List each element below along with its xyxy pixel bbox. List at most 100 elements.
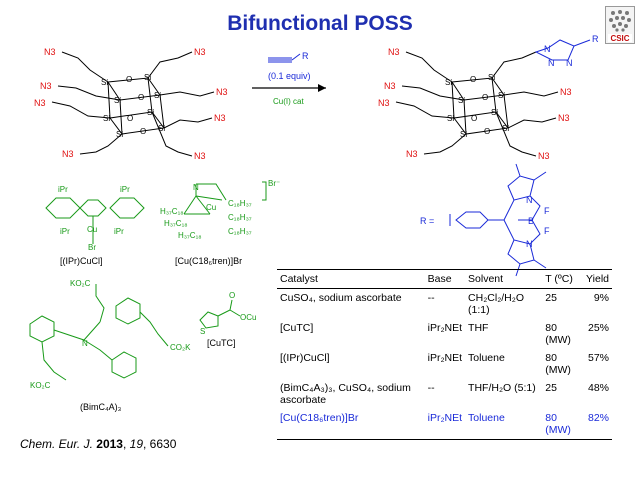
svg-text:H₃₇C₁₈: H₃₇C₁₈ — [178, 231, 202, 240]
svg-text:iPr: iPr — [58, 185, 68, 194]
svg-text:B: B — [528, 216, 534, 226]
svg-text:Si: Si — [458, 96, 465, 105]
cutc-labels: S O OCu [CuTC] — [200, 291, 256, 348]
svg-text:Si: Si — [498, 91, 505, 100]
azide-label: N3 — [214, 113, 226, 123]
svg-text:N: N — [566, 58, 573, 68]
svg-text:H₃₇C₁₈: H₃₇C₁₈ — [164, 219, 188, 228]
product-r: R — [592, 34, 599, 44]
svg-text:Cu: Cu — [87, 225, 97, 234]
azide-label: N3 — [194, 151, 206, 161]
ipr-cucl-labels: iPr iPr iPr iPr Cu Br [(IPr)CuCl] — [58, 185, 130, 266]
svg-text:F: F — [544, 226, 550, 236]
svg-text:iPr: iPr — [60, 227, 70, 236]
poss-cage-left — [51, 51, 215, 157]
svg-text:O: O — [229, 291, 235, 300]
r-equals-label: R = — [420, 216, 434, 226]
svg-text:C₁₈H₃₇: C₁₈H₃₇ — [228, 213, 252, 222]
bim-labels: KO₂C CO₂K KO₂C N (BimC₄A)₃ — [30, 279, 191, 412]
col-temperature: T (ºC) — [542, 269, 583, 289]
svg-text:iPr: iPr — [114, 227, 124, 236]
svg-text:N3: N3 — [384, 81, 396, 91]
svg-text:N3: N3 — [388, 47, 400, 57]
svg-text:Si: Si — [116, 130, 123, 139]
azide-label: N3 — [34, 98, 46, 108]
svg-text:Si: Si — [502, 124, 509, 133]
reaction-arrow: R (0.1 equiv) Cu(I) cat — [252, 51, 326, 106]
svg-text:Si: Si — [147, 108, 154, 117]
svg-text:Br⁻: Br⁻ — [268, 179, 280, 188]
svg-text:O: O — [126, 75, 132, 84]
svg-text:N3: N3 — [538, 151, 550, 161]
col-yield: Yield — [583, 269, 612, 289]
svg-text:C₁₈H₃₇: C₁₈H₃₇ — [228, 199, 252, 208]
azide-label: N3 — [216, 87, 228, 97]
azide-label: N3 — [40, 81, 52, 91]
catalyst-yield-table: Catalyst Base Solvent T (ºC) Yield CuSO₄… — [277, 269, 612, 440]
table-row: [(IPr)CuCl] iPr₂NEt Toluene 80 (MW) 57% — [280, 352, 609, 376]
citation-journal: Chem. Eur. J. — [20, 437, 93, 451]
svg-text:Si: Si — [144, 73, 151, 82]
citation-year: 2013 — [96, 437, 123, 451]
catalyst-name: (BimC₄A)₃ — [80, 402, 122, 412]
svg-text:iPr: iPr — [120, 185, 130, 194]
table-row: (BimC₄A₃)₃, CuSO₄, sodium ascorbate -- T… — [280, 382, 609, 406]
citation: Chem. Eur. J. 2013, 19, 6630 — [20, 437, 177, 451]
svg-text:N: N — [82, 339, 88, 348]
svg-text:Si: Si — [491, 108, 498, 117]
azide-label: N3 — [194, 47, 206, 57]
col-base: Base — [424, 269, 466, 289]
citation-volume: 19 — [129, 437, 143, 451]
svg-text:H₃₇C₁₈: H₃₇C₁₈ — [160, 207, 184, 216]
svg-text:Si: Si — [158, 124, 165, 133]
svg-text:KO₂C: KO₂C — [30, 381, 51, 390]
svg-text:Si: Si — [101, 78, 108, 87]
svg-text:O: O — [484, 127, 490, 136]
col-solvent: Solvent — [465, 269, 543, 289]
poss-left-labels: Si Si Si Si Si Si Si Si O O O O N3 N3 N3… — [34, 47, 228, 161]
svg-text:N: N — [526, 195, 533, 205]
slide-title: Bifunctional POSS — [227, 12, 413, 35]
svg-text:Si: Si — [488, 73, 495, 82]
csic-logo: CSIC — [605, 6, 635, 44]
svg-text:S: S — [200, 327, 205, 336]
svg-text:CO₂K: CO₂K — [170, 343, 191, 352]
svg-text:Si: Si — [447, 114, 454, 123]
svg-text:N: N — [548, 58, 555, 68]
svg-text:N3: N3 — [560, 87, 572, 97]
svg-text:Si: Si — [114, 96, 121, 105]
logo-text: CSIC — [610, 34, 629, 43]
svg-text:O: O — [471, 114, 477, 123]
table-row: CuSO₄, sodium ascorbate -- CH₂Cl₂/H₂O (1… — [280, 292, 609, 316]
azide-label: N3 — [44, 47, 56, 57]
svg-text:N3: N3 — [378, 98, 390, 108]
svg-text:Cu: Cu — [206, 203, 216, 212]
svg-text:N: N — [193, 183, 199, 192]
reagent-equiv: (0.1 equiv) — [268, 71, 311, 81]
azide-label: N3 — [62, 149, 74, 159]
triazole-ring: R N N N — [534, 34, 599, 68]
svg-text:N3: N3 — [558, 113, 570, 123]
alkyne-r: R — [302, 51, 309, 61]
svg-text:O: O — [140, 127, 146, 136]
catalyst-label: Cu(I) cat — [273, 97, 304, 106]
table-row: [CuTC] iPr₂NEt THF 80 (MW) 25% — [280, 322, 609, 346]
svg-text:N: N — [526, 239, 533, 249]
svg-text:C₁₈H₃₇: C₁₈H₃₇ — [228, 227, 252, 236]
cu-tren-structure — [183, 181, 267, 215]
citation-page: , 6630 — [143, 437, 177, 451]
svg-text:KO₂C: KO₂C — [70, 279, 91, 288]
col-catalyst: Catalyst — [277, 269, 425, 289]
svg-text:F: F — [544, 206, 550, 216]
ipr-cucl-structure — [45, 197, 145, 244]
svg-text:N3: N3 — [406, 149, 418, 159]
svg-text:O: O — [127, 114, 133, 123]
cutc-structure — [199, 299, 241, 329]
svg-text:Br: Br — [88, 243, 96, 252]
svg-text:Si: Si — [103, 114, 110, 123]
poss-cage-right — [395, 51, 559, 157]
svg-text:Si: Si — [445, 78, 452, 87]
table-row-highlight: [Cu(C18₆tren)]Br iPr₂NEt Toluene 80 (MW)… — [277, 409, 612, 440]
catalyst-name: [Cu(C18₆tren)]Br — [175, 256, 242, 266]
poss-right-labels: Si Si Si Si Si Si Si Si O O O O N3 N3 N3… — [378, 47, 572, 161]
